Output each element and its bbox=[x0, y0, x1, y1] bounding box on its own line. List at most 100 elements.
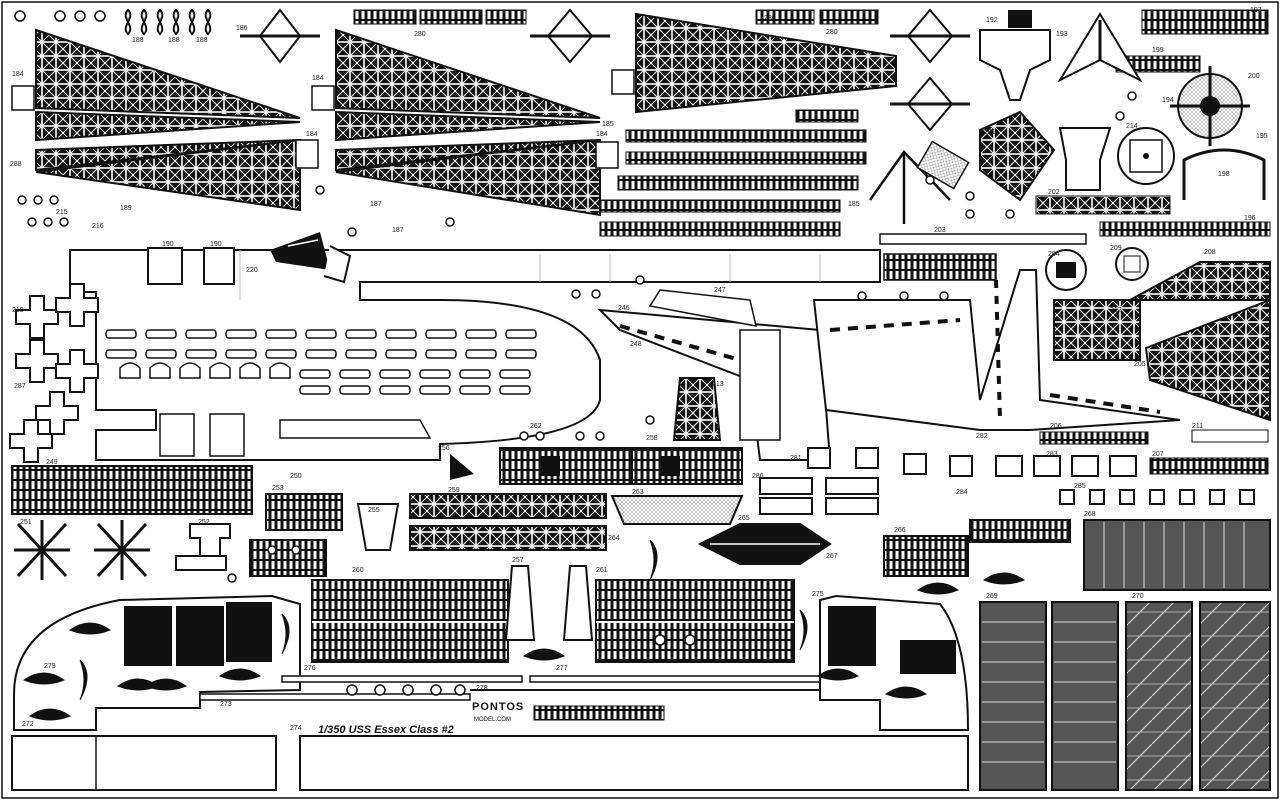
part-label: 188 bbox=[132, 37, 144, 44]
part-label: 280 bbox=[826, 29, 838, 36]
part-label: 203 bbox=[934, 227, 946, 234]
ladder-strip bbox=[755, 9, 815, 25]
part-label: 265 bbox=[738, 515, 750, 522]
part-label: 272 bbox=[22, 721, 34, 728]
plus-parts bbox=[9, 283, 99, 463]
part-label: 201 bbox=[984, 129, 996, 136]
part-label: 262 bbox=[530, 423, 542, 430]
part-label: 184 bbox=[12, 71, 24, 78]
truss-strip bbox=[409, 493, 607, 519]
part-label: 266 bbox=[894, 527, 906, 534]
part-label: 211 bbox=[1192, 423, 1203, 430]
plate-part bbox=[648, 289, 757, 327]
part-label: 252 bbox=[198, 519, 210, 526]
ladder-strip bbox=[795, 109, 859, 123]
part-label: 264 bbox=[608, 535, 620, 542]
bracket-cluster bbox=[175, 523, 231, 571]
part-label: 263 bbox=[632, 489, 644, 496]
rail bbox=[199, 693, 471, 701]
sheet-title: 1/350 USS Essex Class #2 bbox=[318, 724, 454, 736]
part-label: 267 bbox=[826, 553, 838, 560]
part-label: 196 bbox=[1244, 215, 1256, 222]
truss-wing-right bbox=[635, 12, 897, 114]
tray-part bbox=[610, 495, 744, 525]
part-label: 185 bbox=[602, 121, 614, 128]
mount-block bbox=[611, 69, 635, 95]
part-label: 280 bbox=[764, 15, 776, 22]
wheel-part bbox=[1170, 66, 1250, 146]
part-label: 192 bbox=[986, 17, 998, 24]
part-label: 193 bbox=[1056, 31, 1068, 38]
part-label: 260 bbox=[352, 567, 364, 574]
part-label: 194 bbox=[1162, 97, 1174, 104]
tower-pair bbox=[504, 565, 594, 641]
ladder-strip bbox=[1039, 431, 1149, 445]
mount-block bbox=[311, 85, 335, 111]
part-label: 280 bbox=[414, 31, 426, 38]
ring-dots bbox=[17, 91, 1137, 696]
bucket-part bbox=[356, 503, 400, 551]
truss-strip bbox=[409, 525, 607, 551]
ladder-strip bbox=[1141, 9, 1269, 35]
truss-wing-mid-1 bbox=[335, 28, 601, 142]
part-label: 281 bbox=[790, 455, 802, 462]
part-label: 251 bbox=[20, 519, 32, 526]
part-label: 216 bbox=[92, 223, 104, 230]
panel-268 bbox=[1083, 519, 1271, 591]
part-label: 288 bbox=[10, 161, 22, 168]
part-label: 285 bbox=[1074, 483, 1086, 490]
part-label: 269 bbox=[986, 593, 998, 600]
part-label: 274 bbox=[290, 725, 302, 732]
panel-269a bbox=[979, 601, 1047, 791]
small-bar-rows bbox=[105, 329, 537, 395]
part-label: 256 bbox=[438, 445, 450, 452]
part-label: 286 bbox=[752, 473, 764, 480]
rail bbox=[281, 675, 523, 683]
part-label: 282 bbox=[976, 433, 988, 440]
truss-wing-mid-2 bbox=[335, 138, 601, 217]
part-label: 287 bbox=[14, 383, 26, 390]
part-label: 275 bbox=[812, 591, 824, 598]
panel-dividers bbox=[1103, 522, 1245, 588]
ladder-strip bbox=[1149, 457, 1269, 475]
funnel-part bbox=[1058, 127, 1112, 191]
ladder-strip bbox=[599, 199, 841, 213]
clip-row bbox=[807, 447, 1137, 477]
plus-clip-row bbox=[1059, 489, 1255, 505]
cross-part bbox=[890, 76, 970, 132]
part-label: 187 bbox=[392, 227, 404, 234]
panel-270b bbox=[1199, 601, 1271, 791]
engine-strip bbox=[499, 447, 743, 485]
part-label: 247 bbox=[714, 287, 726, 294]
crescent-parts bbox=[22, 539, 1026, 721]
part-label: 200 bbox=[1248, 73, 1260, 80]
part-label: 284 bbox=[956, 489, 968, 496]
hangar-frame-left bbox=[311, 579, 509, 663]
part-label: 187 bbox=[370, 201, 382, 208]
part-label: 212 bbox=[1110, 307, 1122, 314]
grate-panel bbox=[11, 465, 253, 515]
part-label: 249 bbox=[46, 459, 58, 466]
link-row bbox=[124, 8, 212, 36]
grille bbox=[249, 539, 327, 577]
grille bbox=[265, 493, 343, 531]
ladder-strip bbox=[625, 129, 867, 143]
tower-part bbox=[672, 377, 722, 441]
fan-truss bbox=[1053, 261, 1271, 422]
tripod-part bbox=[868, 140, 970, 224]
ladder-strip bbox=[419, 9, 483, 25]
part-label: 186 bbox=[236, 25, 248, 32]
part-label: 209 bbox=[1110, 245, 1122, 252]
part-label: 279 bbox=[44, 663, 56, 670]
part-label: 197 bbox=[1250, 7, 1262, 14]
part-label: 255 bbox=[368, 507, 380, 514]
tray-row bbox=[759, 477, 879, 515]
brand-subtitle: MODEL.COM bbox=[474, 717, 511, 723]
part-label: 219 bbox=[12, 307, 24, 314]
cross-part bbox=[890, 8, 970, 64]
base-plate bbox=[299, 735, 969, 791]
part-label: 198 bbox=[1218, 171, 1230, 178]
ring-row bbox=[14, 10, 106, 22]
star-part bbox=[14, 520, 150, 580]
ring-part bbox=[1045, 247, 1149, 291]
